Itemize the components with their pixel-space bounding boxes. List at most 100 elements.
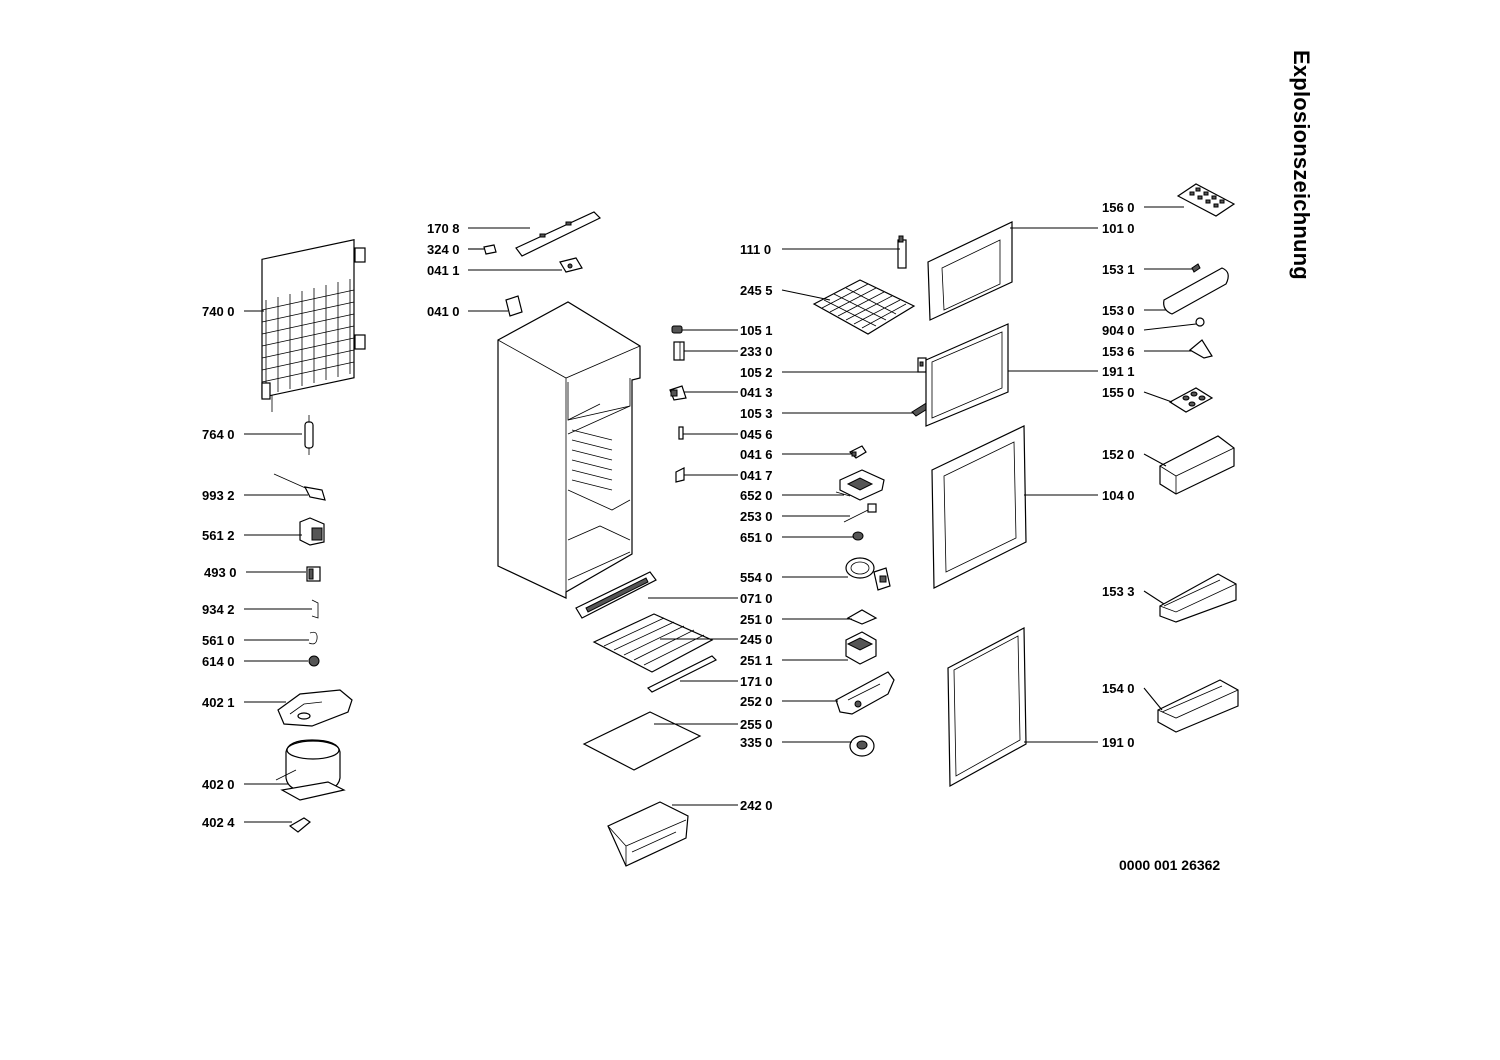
leveling-foot-drawing	[849, 735, 875, 757]
door-stop-drawing	[917, 357, 927, 373]
door-bar-drawing	[1163, 267, 1229, 315]
part-label: 614 0	[202, 654, 235, 669]
thermostat-drawing	[835, 469, 885, 501]
part-label: 651 0	[740, 530, 773, 545]
fridge-door-drawing	[931, 425, 1027, 589]
bottle-shelf-drawing	[1157, 679, 1239, 733]
bar-holder-drawing	[1188, 339, 1213, 359]
hinge-pin-bracket-drawing	[897, 235, 907, 269]
part-label: 105 1	[740, 323, 773, 338]
part-label: 934 2	[202, 602, 235, 617]
wire-shelf-drawing	[592, 613, 714, 673]
part-label: 335 0	[740, 735, 773, 750]
part-label: 041 0	[427, 304, 460, 319]
part-label: 155 0	[1102, 385, 1135, 400]
hinge-bracket-drawing	[505, 295, 523, 317]
part-labels: 740 0 764 0 993 2 561 2 493 0 934 2 561 …	[202, 200, 1135, 830]
part-label: 324 0	[427, 242, 460, 257]
part-label: 251 1	[740, 653, 773, 668]
hinge-cover-drawing	[848, 445, 867, 459]
part-label: 105 3	[740, 406, 773, 421]
part-label: 041 3	[740, 385, 773, 400]
part-label: 191 1	[1102, 364, 1135, 379]
cabinet-drawing	[497, 301, 641, 599]
part-label: 652 0	[740, 488, 773, 503]
filter-drier-drawing	[304, 415, 314, 455]
door-shelf-drawing	[1159, 573, 1237, 623]
part-label: 764 0	[202, 427, 235, 442]
part-label: 245 0	[740, 632, 773, 647]
part-label: 233 0	[740, 344, 773, 359]
freezer-door-drawing	[927, 221, 1013, 321]
part-label: 255 0	[740, 717, 773, 732]
door-tray-large-drawing	[1159, 435, 1235, 495]
part-label: 153 6	[1102, 344, 1135, 359]
part-label: 104 0	[1102, 488, 1135, 503]
part-label: 993 2	[202, 488, 235, 503]
part-label: 191 0	[1102, 735, 1135, 750]
nut-drawing	[1195, 317, 1205, 327]
leader-lines	[244, 206, 1197, 823]
part-label: 041 7	[740, 468, 773, 483]
grommet-drawing	[308, 655, 320, 667]
part-label: 402 0	[202, 777, 235, 792]
part-label: 152 0	[1102, 447, 1135, 462]
part-label: 740 0	[202, 304, 235, 319]
pin-drawing	[678, 426, 684, 440]
part-label: 252 0	[740, 694, 773, 709]
fridge-gasket-drawing	[947, 627, 1027, 788]
part-label: 251 0	[740, 612, 773, 627]
small-screw-drawing	[1191, 263, 1201, 273]
part-label: 245 5	[740, 283, 773, 298]
hinge-top-drawing	[559, 257, 583, 273]
part-label: 154 0	[1102, 681, 1135, 696]
part-label: 904 0	[1102, 323, 1135, 338]
part-label: 045 6	[740, 427, 773, 442]
document-title: Explosionszeichnung	[1289, 50, 1314, 280]
part-label: 111 0	[740, 242, 771, 257]
clamp-drawing	[308, 631, 318, 645]
part-label: 242 0	[740, 798, 773, 813]
small-cap-drawing	[671, 325, 683, 334]
small-bracket-drawing	[483, 244, 497, 255]
part-label: 402 4	[202, 815, 235, 830]
part-label: 561 2	[202, 528, 235, 543]
part-label: 041 6	[740, 447, 773, 462]
condenser-coil-drawing	[261, 239, 366, 412]
hinge-middle-drawing	[669, 385, 687, 401]
document-number: 0000 001 26362	[1119, 857, 1221, 873]
knob-drawing	[852, 531, 864, 541]
compressor-clip-drawing	[288, 817, 312, 833]
overload-protector-drawing	[306, 566, 321, 582]
part-label: 554 0	[740, 570, 773, 585]
crisper-drawer-drawing	[607, 801, 689, 867]
relay-drawing	[299, 517, 325, 546]
compressor-drawing	[275, 739, 346, 801]
lamp-socket-drawing	[845, 557, 891, 591]
temperature-sensor-drawing	[843, 503, 877, 523]
part-label: 156 0	[1102, 200, 1135, 215]
part-label: 493 0	[204, 565, 237, 580]
switch-plate-drawing	[846, 609, 878, 625]
part-label: 253 0	[740, 509, 773, 524]
part-label: 153 0	[1102, 303, 1135, 318]
trim-strip-drawing	[646, 655, 718, 693]
freezer-grid-shelf-drawing	[812, 279, 916, 335]
drip-tray-drawing	[277, 689, 353, 727]
part-label: 153 1	[1102, 262, 1135, 277]
part-label: 041 1	[427, 263, 460, 278]
part-label: 561 0	[202, 633, 235, 648]
top-rail-drawing	[515, 211, 602, 257]
freezer-gasket-drawing	[925, 323, 1009, 427]
part-label: 105 2	[740, 365, 773, 380]
part-label: 171 0	[740, 674, 773, 689]
lamp-housing-drawing	[835, 671, 895, 715]
switch-drawing	[845, 631, 877, 665]
part-label: 170 8	[427, 221, 460, 236]
part-label: 101 0	[1102, 221, 1135, 236]
hinge-bottom-drawing	[675, 467, 685, 483]
crisper-cover-front-drawing	[575, 571, 657, 619]
glass-plate-drawing	[582, 711, 702, 771]
part-label: 402 1	[202, 695, 235, 710]
